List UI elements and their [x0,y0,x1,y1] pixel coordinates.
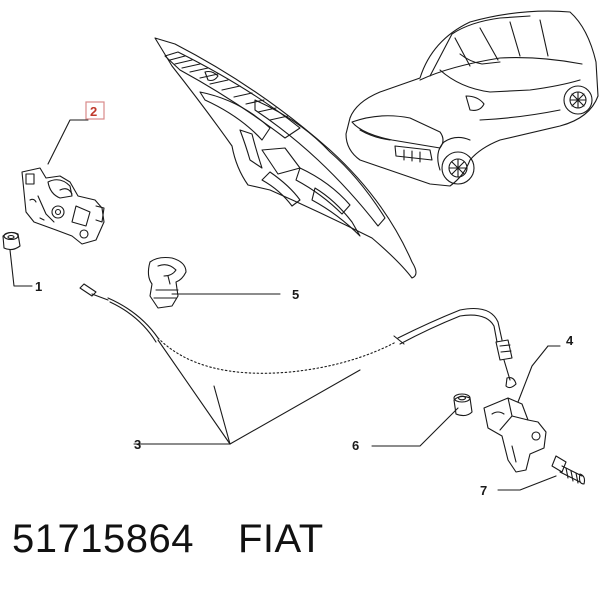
callout-7: 7 [480,483,487,498]
bush-part-6 [453,393,473,417]
car-illustration [345,10,599,187]
callout-6: 6 [352,438,359,453]
bush-part-1 [2,231,21,251]
callout-labels: 2 1 5 3 4 6 7 [35,101,574,498]
callout-2: 2 [90,104,97,119]
callout-4: 4 [566,333,574,348]
callout-5: 5 [292,287,299,302]
hood-panel [154,37,417,279]
bracket-part-4 [483,397,547,473]
hood-latch-part-2 [21,167,105,245]
part-number: 51715864 [12,517,194,561]
leader-lines [9,119,561,491]
bolt-part-7 [551,455,586,485]
callout-3: 3 [134,437,141,452]
callout-1: 1 [35,279,42,294]
callout-2-box [85,101,105,120]
clip-part-5 [147,256,187,309]
part-caption: 51715864 FIAT [12,517,324,562]
cable-part-3 [79,283,517,389]
brand-name: FIAT [237,517,324,561]
